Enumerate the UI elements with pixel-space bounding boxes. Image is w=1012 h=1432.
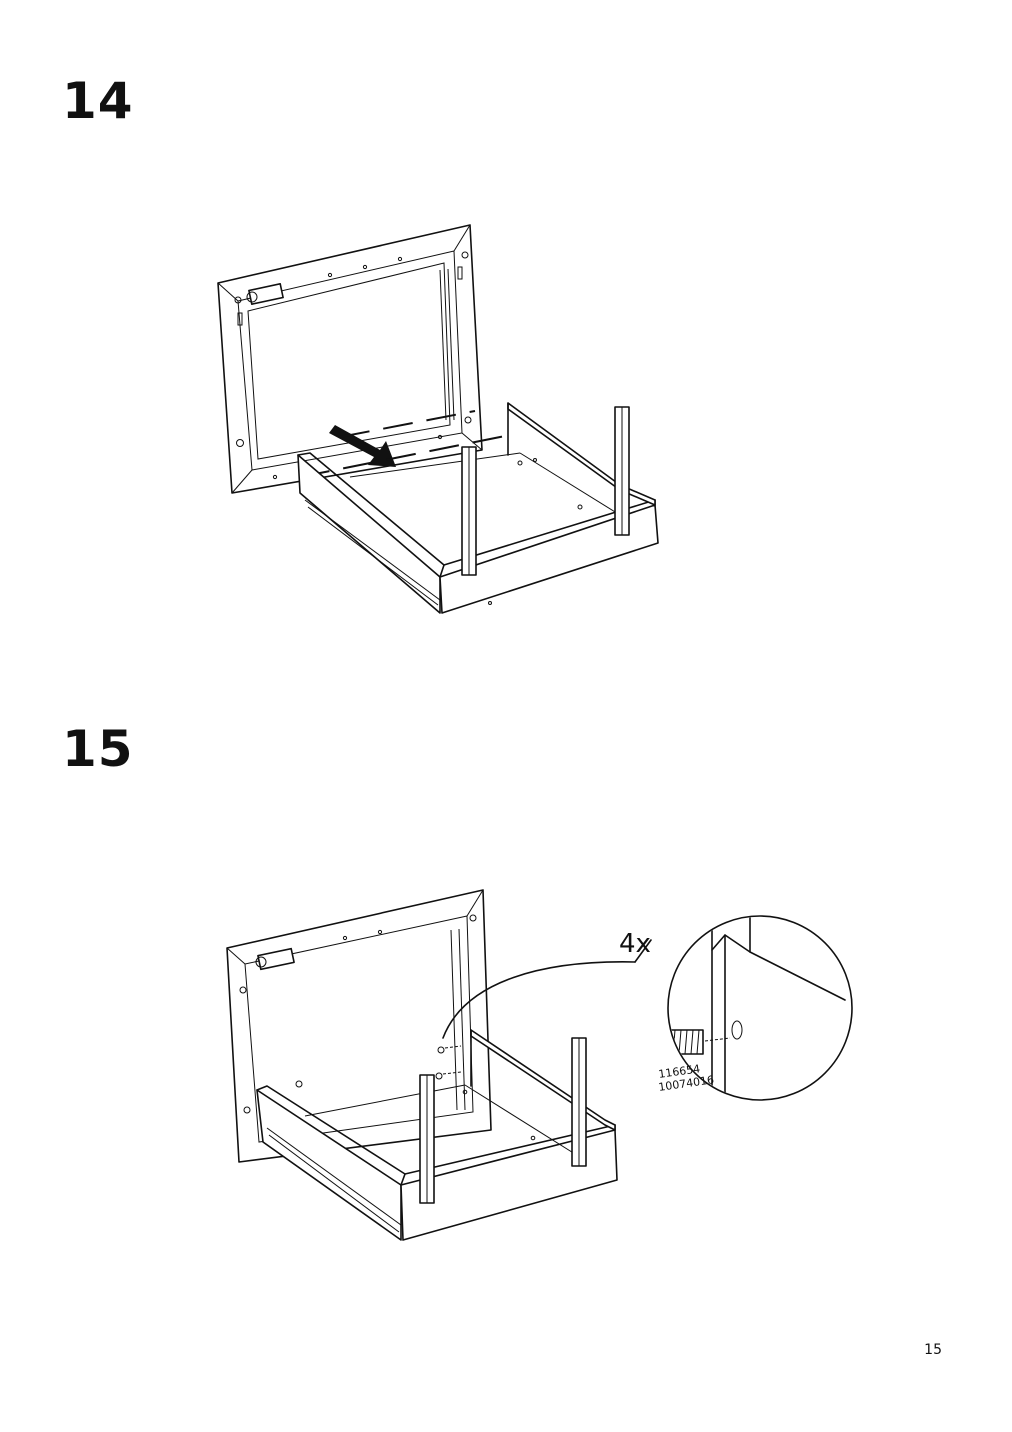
step-14-illustration xyxy=(200,215,680,625)
step-number: 14 xyxy=(62,72,134,130)
screw-icon xyxy=(669,1022,674,1068)
step-number: 15 xyxy=(62,720,134,778)
quantity-label: 4x xyxy=(619,929,651,959)
drawer-front xyxy=(439,504,659,614)
drawer-side-left xyxy=(297,454,441,614)
drawer-side-left xyxy=(256,1089,402,1241)
step-15-illustration: 4x 116654 10074016 xyxy=(215,880,855,1250)
page-number: 15 xyxy=(924,1342,942,1358)
drawer-front xyxy=(400,1129,618,1241)
assembly-drawing-step-15: 4x 116654 10074016 xyxy=(226,889,853,1241)
detail-callout xyxy=(667,915,853,1101)
assembly-drawing-step-14 xyxy=(217,224,659,614)
part-code: 116654 xyxy=(658,1062,701,1081)
